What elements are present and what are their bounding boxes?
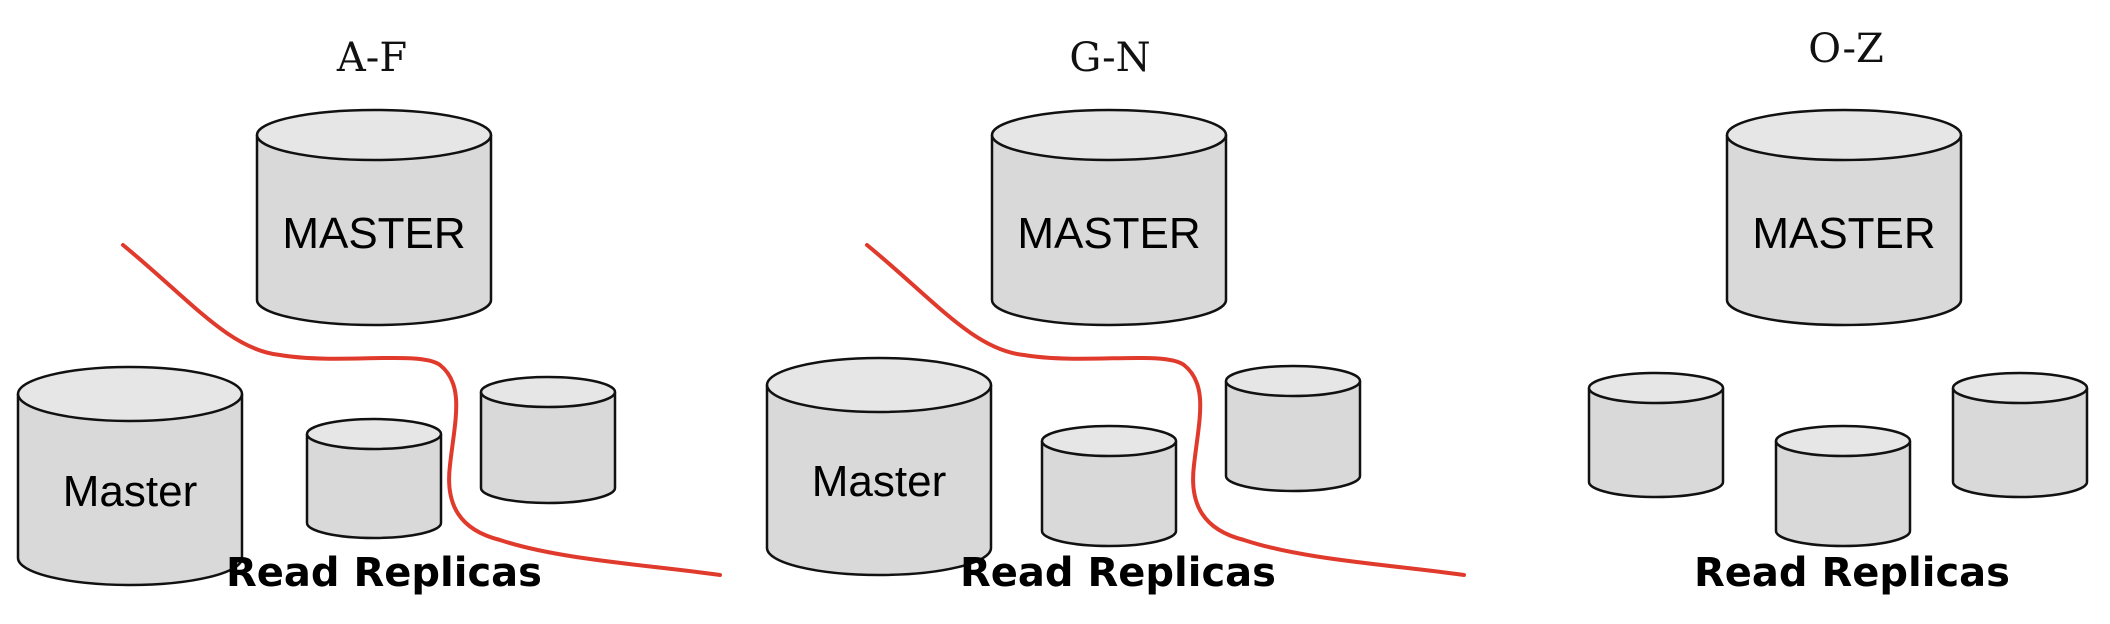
shard-label: A-F [336, 35, 407, 81]
read-replicas-label: Read Replicas [1694, 550, 2010, 596]
master-database-icon: MASTER [990, 108, 1228, 327]
read-replica-database-icon [305, 417, 443, 540]
shard-label: G-N [1069, 35, 1150, 81]
shard-label: O-Z [1808, 26, 1884, 72]
master-label: MASTER [1017, 209, 1200, 258]
master-database-icon: MASTER [1725, 108, 1963, 327]
read-replica-database-icon [1774, 424, 1912, 548]
master-label: MASTER [1752, 209, 1935, 258]
read-replica-database-icon [1224, 364, 1362, 493]
shard-split-line [865, 243, 1466, 577]
read-replica-database-icon [479, 375, 617, 505]
promoted-master-label: Master [812, 457, 946, 506]
shard-split-line [121, 243, 722, 577]
read-replica-database-icon [1040, 424, 1178, 548]
read-replicas-label: Read Replicas [960, 550, 1276, 596]
shard-g-n: G-N MASTER Master Read Replicas [765, 35, 1466, 596]
master-database-icon: MASTER [255, 108, 493, 327]
read-replica-database-icon [1587, 371, 1725, 499]
promoted-master-database-icon: Master [16, 365, 244, 587]
read-replica-database-icon [1951, 371, 2089, 499]
promoted-master-database-icon: Master [765, 356, 993, 577]
promoted-master-label: Master [63, 467, 197, 516]
shard-a-f: A-F MASTER Master Read Replicas [16, 35, 722, 596]
master-label: MASTER [282, 209, 465, 258]
shard-o-z: O-Z MASTER Read Replicas [1587, 26, 2089, 596]
read-replicas-label: Read Replicas [226, 550, 542, 596]
